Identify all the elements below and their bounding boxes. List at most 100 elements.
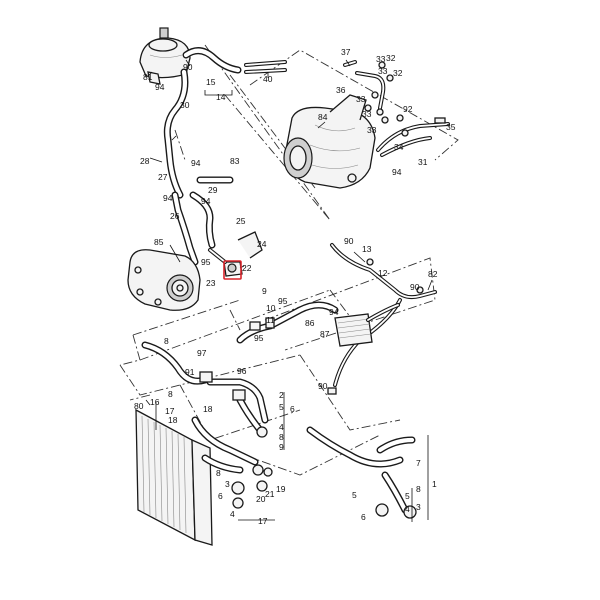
callout: 83	[230, 156, 240, 166]
callout: 90	[410, 282, 420, 292]
callout: 23	[206, 278, 216, 288]
callout: 12	[378, 268, 388, 278]
callout: 8	[164, 336, 169, 346]
hoses-center-left	[171, 176, 234, 266]
callout: 8	[279, 432, 284, 442]
callout: 15	[206, 77, 216, 87]
callout: 33	[378, 66, 388, 76]
callout: 33	[356, 94, 366, 104]
callout: 9	[279, 442, 284, 452]
radiator	[135, 408, 244, 546]
callout: 6	[361, 512, 366, 522]
callout: 3	[416, 502, 421, 512]
callout: 16	[150, 397, 160, 407]
callout: 94	[155, 82, 165, 92]
callout: 95	[254, 333, 264, 343]
turbo-coolant-lines	[343, 60, 450, 157]
callout: 90	[318, 381, 328, 391]
callout: 10	[266, 303, 276, 313]
callout: 94	[329, 307, 339, 317]
callout: 1	[432, 479, 437, 489]
callout: 32	[386, 53, 396, 63]
callout: 18	[168, 415, 178, 425]
callout: 25	[236, 216, 246, 226]
callout: 4	[279, 422, 284, 432]
hoses-lower-right	[306, 426, 417, 519]
callout: 21	[265, 489, 275, 499]
callout: 92	[403, 104, 413, 114]
callout: 5	[279, 402, 284, 412]
callout: 11	[266, 315, 275, 325]
water-pump	[127, 249, 201, 311]
oil-cooler	[334, 303, 400, 347]
pipe-40	[244, 60, 287, 74]
callout: 97	[197, 348, 207, 358]
callout: 96	[237, 366, 247, 376]
callout: 13	[362, 244, 372, 254]
callout: 85	[154, 237, 164, 247]
callout: 95	[278, 296, 288, 306]
callout: 82	[428, 269, 438, 279]
callout: 26	[170, 211, 180, 221]
small-lower-parts	[231, 467, 273, 509]
callout: 30	[180, 100, 190, 110]
callout-labels: 81 90 40 37 33 32 33 32 36 33 94 15 14 3…	[134, 47, 456, 526]
callout: 31	[418, 157, 428, 167]
callout: 4	[405, 504, 410, 514]
callout: 18	[203, 404, 213, 414]
callout: 33	[376, 54, 386, 64]
callout: 87	[320, 329, 330, 339]
callout: 2	[279, 390, 284, 400]
callout: 7	[416, 458, 421, 468]
callout: 90	[183, 62, 193, 72]
turbocharger	[283, 94, 376, 189]
hoses-lower-left	[141, 341, 269, 476]
connector-22	[208, 231, 263, 277]
callout: 5	[405, 491, 410, 501]
callout: 5	[352, 490, 357, 500]
callout: 84	[318, 112, 328, 122]
highlight-box	[223, 260, 242, 280]
callout: 14	[216, 92, 226, 102]
callout: 22	[242, 263, 252, 273]
leader-lines	[145, 59, 433, 406]
callout: 86	[305, 318, 315, 328]
callout: 36	[336, 85, 346, 95]
callout: 90	[344, 236, 354, 246]
callout: 19	[276, 484, 286, 494]
callout: 17	[165, 406, 175, 416]
callout: 94	[163, 193, 173, 203]
callout: 20	[256, 494, 266, 504]
callout: 95	[201, 257, 211, 267]
callout: 4	[230, 509, 235, 519]
callout: 8	[168, 389, 173, 399]
callout: 17	[258, 516, 268, 526]
callout: 33	[367, 125, 377, 135]
callout: 35	[446, 122, 456, 132]
callout: 8	[216, 468, 221, 478]
callout: 34	[394, 142, 404, 152]
callout: 3	[225, 479, 230, 489]
group-brackets	[155, 90, 429, 522]
callout: 80	[134, 401, 144, 411]
callout: 94	[392, 167, 402, 177]
callout: 24	[257, 239, 267, 249]
callout: 37	[341, 47, 351, 57]
callout: 8	[416, 484, 421, 494]
callout: 91	[185, 367, 195, 377]
callout: 94	[191, 158, 201, 168]
callout: 6	[290, 404, 295, 414]
callout: 94	[201, 196, 211, 206]
hose-tank-return	[163, 47, 242, 199]
expansion-tank	[139, 27, 191, 85]
callout: 40	[263, 74, 273, 84]
callout: 29	[208, 185, 218, 195]
callout: 27	[158, 172, 168, 182]
hoses-9-11	[236, 301, 339, 344]
callout: 32	[393, 68, 403, 78]
callout: 81	[143, 72, 153, 82]
callout: 9	[262, 286, 267, 296]
callout: 28	[140, 156, 150, 166]
